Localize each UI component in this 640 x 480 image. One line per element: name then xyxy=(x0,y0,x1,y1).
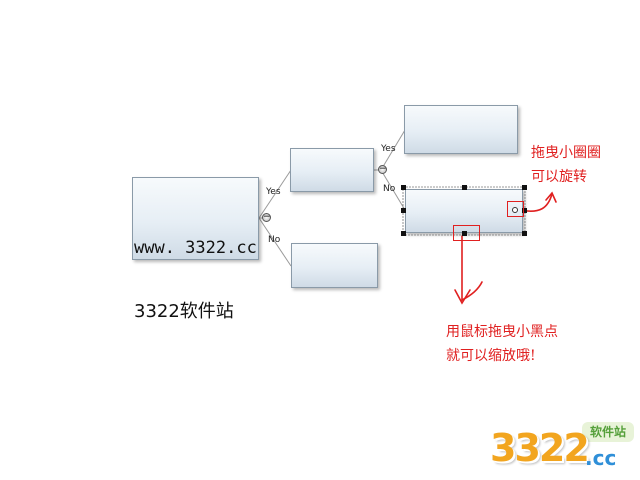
resize-handle-top-left[interactable] xyxy=(401,185,406,190)
resize-annotation-line-2: 就可以缩放哦! xyxy=(446,348,536,364)
rotation-highlight-box xyxy=(507,201,524,217)
resize-handle-bottom-right[interactable] xyxy=(522,231,527,236)
resize-handle-bottom-left[interactable] xyxy=(401,231,406,236)
resize-handle-middle-left[interactable] xyxy=(401,208,406,213)
rotate-annotation-line-1: 拖曳小圈圈 xyxy=(531,145,601,161)
resize-handle-bottom-center[interactable] xyxy=(462,231,467,236)
resize-handle-middle-right[interactable] xyxy=(522,208,527,213)
root-node-text: www. 3322.cc 3322软件站 xyxy=(134,196,264,364)
root-collapse-button[interactable]: − xyxy=(262,212,271,222)
watermark-number: 3322 xyxy=(490,426,590,470)
resize-handle-top-center[interactable] xyxy=(462,185,467,190)
rotate-annotation: 拖曳小圈圈 可以旋转 xyxy=(531,141,601,189)
root-branch-yes-label: Yes xyxy=(266,187,281,197)
root-line-1: www. 3322.cc xyxy=(134,238,257,258)
child-branch-yes-label: Yes xyxy=(381,144,396,154)
resize-annotation-line-1: 用鼠标拖曳小黑点 xyxy=(446,324,558,340)
resize-annotation: 用鼠标拖曳小黑点 就可以缩放哦! xyxy=(446,320,558,368)
child-collapse-button[interactable]: − xyxy=(378,164,387,174)
no-child-node[interactable] xyxy=(291,243,378,288)
rotation-handle[interactable] xyxy=(512,207,518,213)
yes-child-node[interactable] xyxy=(290,148,374,192)
child-branch-no-label: No xyxy=(383,184,396,194)
root-node[interactable]: www. 3322.cc 3322软件站 xyxy=(132,177,259,322)
yes-grandchild-node[interactable] xyxy=(404,105,518,154)
watermark-suffix: .cc xyxy=(585,446,617,470)
resize-handle-top-right[interactable] xyxy=(522,185,527,190)
resize-highlight-box xyxy=(453,225,480,241)
rotate-annotation-line-2: 可以旋转 xyxy=(531,169,587,185)
watermark-badge: 软件站 xyxy=(582,422,634,442)
root-line-2: 3322软件站 xyxy=(134,301,234,322)
root-branch-no-label: No xyxy=(268,235,281,245)
